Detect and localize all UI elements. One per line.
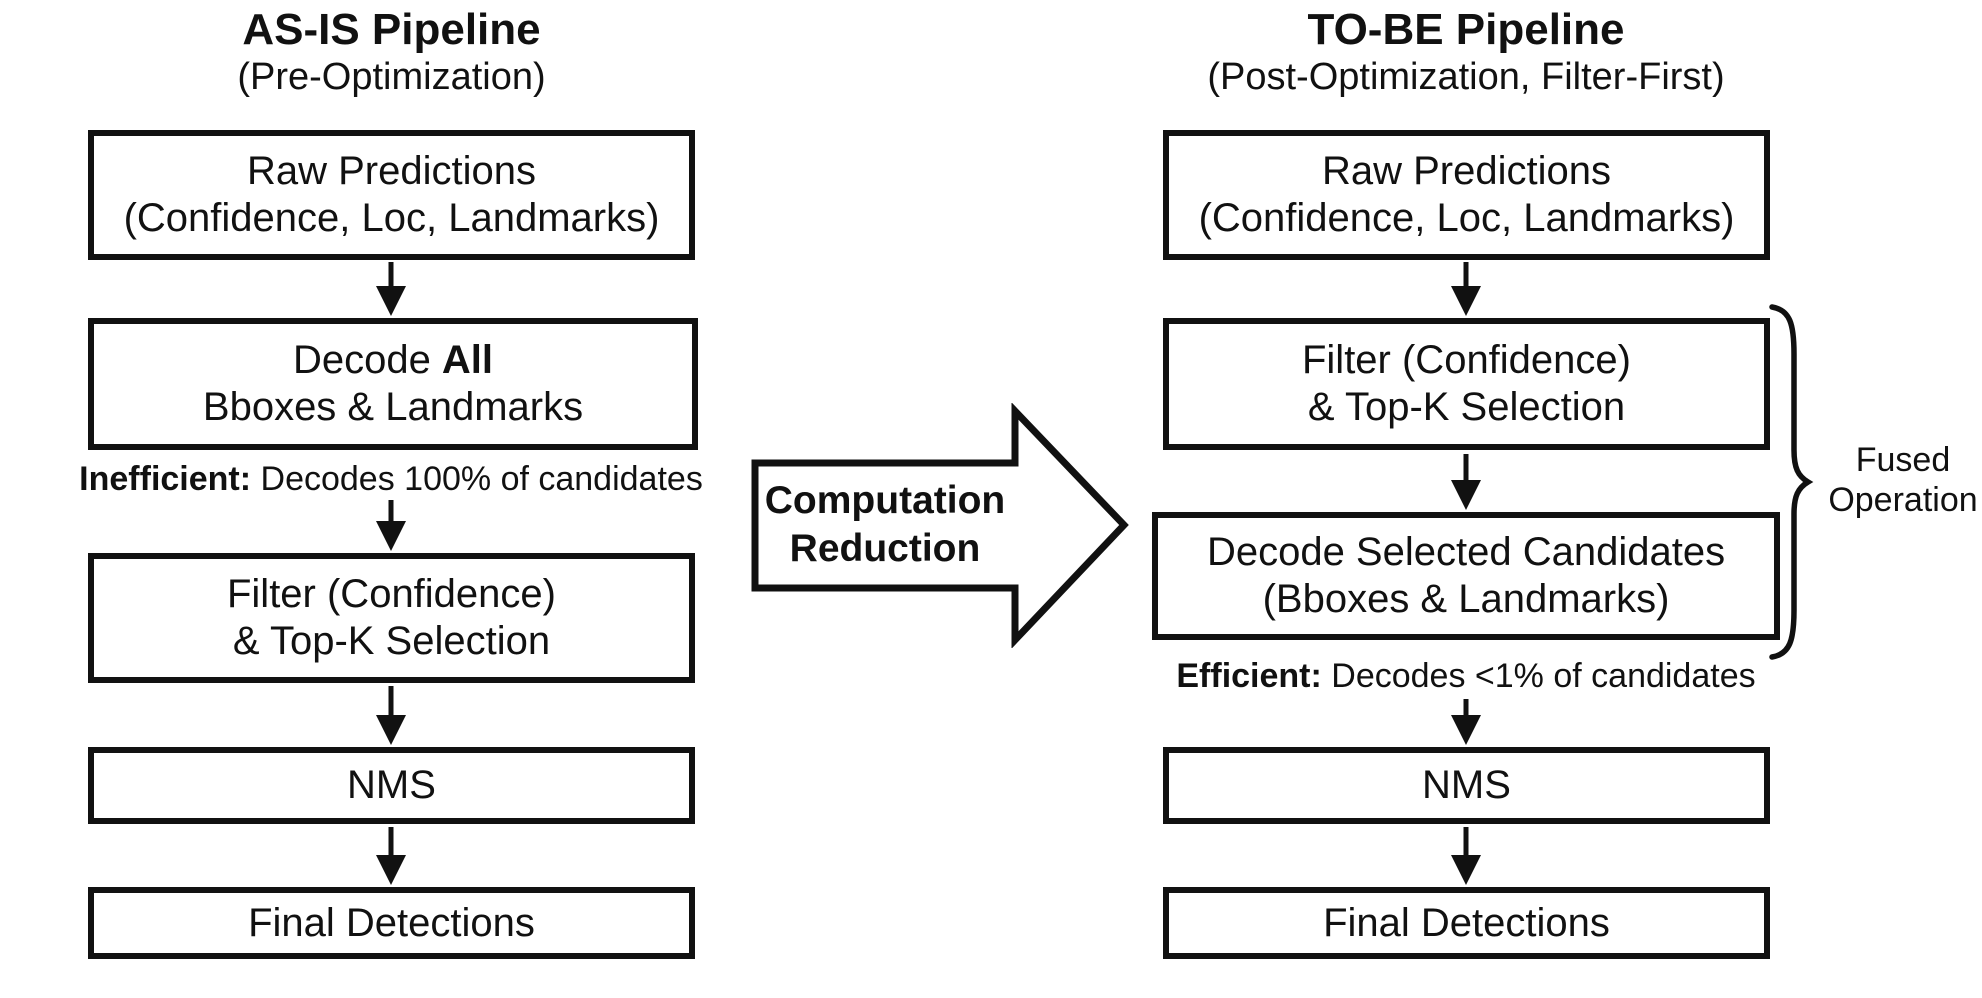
down-arrow-icon — [374, 262, 408, 316]
as-is-filter-topk-box: Filter (Confidence) & Top-K Selection — [88, 553, 695, 683]
box-line: (Confidence, Loc, Landmarks) — [123, 196, 660, 240]
as-is-title: AS-IS Pipeline — [242, 5, 541, 54]
box-line-bold-text: All — [441, 338, 494, 382]
down-arrow-icon — [1449, 262, 1483, 316]
to-be-decode-selected-box: Decode Selected Candidates (Bboxes & Lan… — [1152, 512, 1780, 640]
down-arrow-icon — [1449, 699, 1483, 745]
box-line: & Top-K Selection — [1307, 385, 1626, 429]
fused-operation-line-1: Fused — [1855, 441, 1951, 479]
down-arrow-icon — [1449, 827, 1483, 885]
box-line: NMS — [347, 763, 436, 807]
annotation-label: Efficient: — [1176, 657, 1322, 695]
efficient-annotation: Efficient: Decodes <1% of candidates — [1110, 656, 1822, 696]
box-line: Filter (Confidence) — [226, 572, 556, 616]
to-be-title: TO-BE Pipeline — [1307, 5, 1625, 54]
as-is-final-detections-box: Final Detections — [88, 887, 695, 959]
down-arrow-icon — [374, 686, 408, 745]
transition-line-1: Computation — [764, 479, 1006, 522]
down-arrow-icon — [374, 827, 408, 885]
box-line: Filter (Confidence) — [1301, 338, 1631, 382]
to-be-filter-topk-box: Filter (Confidence) & Top-K Selection — [1163, 318, 1770, 450]
transition-line-2: Reduction — [789, 527, 981, 570]
to-be-nms-box: NMS — [1163, 747, 1770, 824]
box-line: (Bboxes & Landmarks) — [1262, 577, 1670, 621]
box-line: Final Detections — [1323, 900, 1610, 945]
transition-arrow-label: Computation Reduction — [754, 477, 1016, 573]
annotation-text: Decodes 100% of candidates — [251, 460, 703, 498]
as-is-raw-predictions-box: Raw Predictions (Confidence, Loc, Landma… — [88, 130, 695, 260]
fused-operation-label: Fused Operation — [1816, 440, 1982, 520]
box-line: Raw Predictions — [246, 149, 536, 193]
box-line: Raw Predictions — [1321, 149, 1611, 193]
curly-brace-icon — [1769, 304, 1814, 660]
annotation-text: Decodes <1% of candidates — [1321, 657, 1756, 695]
as-is-subtitle: (Pre-Optimization) — [237, 56, 546, 98]
inefficient-annotation: Inefficient: Decodes 100% of candidates — [35, 459, 747, 499]
down-arrow-icon — [1449, 454, 1483, 510]
annotation-label: Inefficient: — [79, 460, 252, 498]
box-line-text: Decode — [292, 338, 442, 382]
box-line: NMS — [1422, 763, 1511, 807]
box-line: Bboxes & Landmarks — [202, 385, 584, 429]
as-is-nms-box: NMS — [88, 747, 695, 824]
box-line: Final Detections — [248, 900, 535, 945]
fused-operation-line-2: Operation — [1828, 481, 1978, 519]
box-line: (Confidence, Loc, Landmarks) — [1198, 196, 1735, 240]
to-be-raw-predictions-box: Raw Predictions (Confidence, Loc, Landma… — [1163, 130, 1770, 260]
box-line: & Top-K Selection — [232, 619, 551, 663]
box-line: Decode All — [293, 337, 493, 384]
to-be-subtitle: (Post-Optimization, Filter-First) — [1207, 56, 1725, 98]
down-arrow-icon — [374, 500, 408, 551]
to-be-final-detections-box: Final Detections — [1163, 887, 1770, 959]
as-is-decode-all-box: Decode All Bboxes & Landmarks — [88, 318, 698, 450]
box-line: Decode Selected Candidates — [1206, 530, 1726, 574]
block-arrow-right-icon — [751, 403, 1129, 648]
